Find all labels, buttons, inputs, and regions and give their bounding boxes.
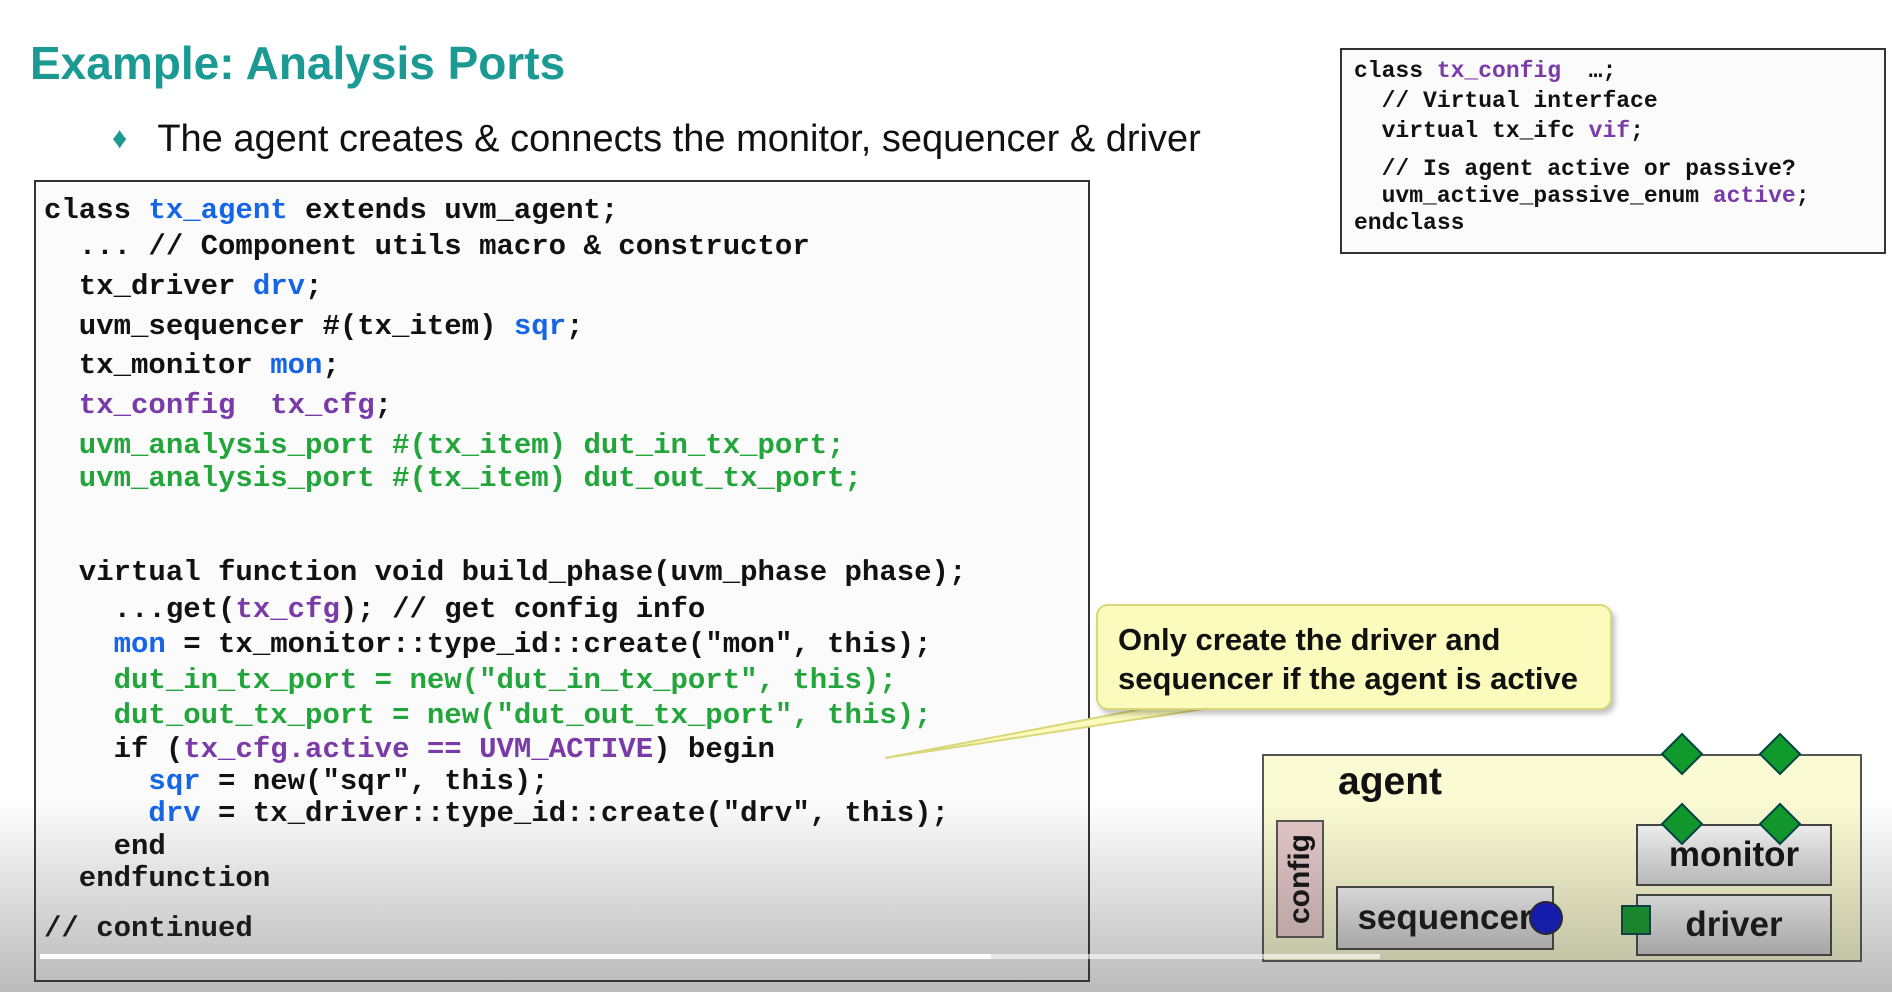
config-code-token: ; [1630,118,1644,144]
config-code-line: // Is agent active or passive? [1354,156,1796,182]
agent-code-token: tx_cfg [270,389,375,422]
agent-code-token [44,797,148,830]
config-code-line: virtual tx_ifc vif; [1354,118,1644,144]
slide-title: Example: Analysis Ports [30,37,566,89]
agent-code-token: mon [113,628,166,661]
agent-code-token: uvm_sequencer #(tx_item) [44,310,514,343]
diamond-bullet-icon: ♦ [112,122,128,155]
agent-code-token: ) begin [653,733,775,766]
agent-code-token: tx_config [44,389,271,422]
agent-code-token: ; [566,310,584,343]
video-progress-fill [40,954,992,959]
agent-label: agent [1338,760,1443,803]
agent-code-token: tx_cfg.active == UVM_ACTIVE [183,733,654,766]
config-code-token: // Is agent active or passive? [1354,156,1796,182]
agent-code-token [44,765,148,798]
agent-code-line: uvm_analysis_port #(tx_item) dut_out_tx_… [44,462,862,495]
sequencer-block: sequencer [1336,886,1554,950]
agent-code-token: uvm_analysis_port #(tx_item) dut_out_tx_… [44,462,862,495]
config-code-token: endclass [1354,210,1465,236]
config-code-token: uvm_active_passive_enum [1354,183,1713,209]
agent-code-token: ...get( [44,593,236,626]
config-label: config [1283,834,1316,924]
agent-code-token: ; [374,389,393,422]
agent-code-token: dut_in_tx_port = new("dut_in_tx_port", t… [44,664,897,697]
agent-code-token: class [44,194,149,227]
agent-code-token: virtual function void build_phase(uvm_ph… [44,556,967,589]
agent-code-token: = tx_driver::type_id::create("drv", this… [200,797,949,830]
config-code-line: uvm_active_passive_enum active; [1354,183,1810,209]
agent-code-line: dut_in_tx_port = new("dut_in_tx_port", t… [44,664,897,697]
agent-code-line: drv = tx_driver::type_id::create("drv", … [44,797,949,830]
agent-code-line: mon = tx_monitor::type_id::create("mon",… [44,628,932,661]
agent-code-token: // continued [44,912,253,945]
config-code-token: ; [1795,183,1810,209]
agent-code-line: sqr = new("sqr", this); [44,765,549,798]
agent-code-line: uvm_sequencer #(tx_item) sqr; [44,310,584,343]
agent-code-token: extends uvm_agent; [287,194,619,227]
config-code-token: vif [1588,118,1631,144]
agent-code-token: drv [148,797,201,830]
bullet-text: The agent creates & connects the monitor… [157,118,1201,160]
agent-code-panel: class tx_agent extends uvm_agent; ... //… [34,180,1090,982]
driver-block: driver [1636,894,1832,956]
callout-note: Only create the driver and sequencer if … [1096,604,1612,710]
callout-line-1: Only create the driver and [1118,622,1501,657]
agent-code-token: tx_cfg [235,593,340,626]
driver-label: driver [1685,905,1783,944]
callout-line-2: sequencer if the agent is active [1118,661,1579,696]
config-code-token: tx_config [1436,58,1562,84]
config-code-line: endclass [1354,210,1464,236]
agent-code-token: ; [305,270,323,303]
config-code-token: class [1354,58,1437,84]
agent-code-line: if (tx_cfg.active == UVM_ACTIVE) begin [44,733,775,766]
agent-diagram: agent config sequencer monitor driver [1262,754,1862,962]
agent-code-token: endfunction [44,862,271,895]
agent-code-token [44,628,114,661]
agent-code-token: ); // get config info [339,593,706,626]
agent-code-token: = tx_monitor::type_id::create("mon", thi… [165,628,932,661]
agent-code-token: drv [252,270,306,303]
sequencer-label: sequencer [1357,898,1533,937]
agent-code-line: endfunction [44,862,270,895]
config-code-line: // Virtual interface [1354,88,1658,114]
agent-code-token: end [44,830,166,863]
agent-code-token: ... // Component utils macro & construct… [44,230,810,263]
agent-code-line: dut_out_tx_port = new("dut_out_tx_port",… [44,699,932,732]
config-code-token: // Virtual interface [1354,88,1658,114]
monitor-block: monitor [1636,824,1832,886]
config-code-line: class tx_config …; [1354,58,1616,84]
agent-code-token: sqr [513,310,567,343]
agent-code-token: dut_out_tx_port = new("dut_out_tx_port",… [44,699,932,732]
agent-code-line: class tx_agent extends uvm_agent; [44,194,618,227]
monitor-label: monitor [1668,835,1800,874]
agent-code-line: tx_monitor mon; [44,349,340,382]
bullet-item: ♦ The agent creates & connects the monito… [112,118,1201,161]
agent-code-line: uvm_analysis_port #(tx_item) dut_in_tx_p… [44,429,845,462]
agent-code-line: tx_driver drv; [44,270,323,303]
config-code-token: …; [1561,58,1617,84]
agent-code-token: sqr [148,765,201,798]
agent-code-line: ... // Component utils macro & construct… [44,230,810,263]
agent-code-token: if ( [44,733,184,766]
agent-code-line: end [44,830,166,863]
agent-code-token: tx_monitor [44,349,271,382]
agent-code-line: tx_config tx_cfg; [44,389,392,422]
config-code-panel: class tx_config …; // Virtual interface … [1340,48,1886,254]
agent-code-token: ; [322,349,340,382]
agent-code-token: = new("sqr", this); [200,765,549,798]
agent-code-line: ...get(tx_cfg); // get config info [44,593,706,626]
video-progress-bar[interactable] [40,954,1380,959]
config-code-token: virtual tx_ifc [1354,118,1589,144]
agent-code-token: uvm_analysis_port #(tx_item) dut_in_tx_p… [44,429,845,462]
agent-code-token: tx_agent [148,194,288,227]
config-code-token: active [1712,183,1796,209]
config-block: config [1276,820,1324,938]
agent-code-token: mon [270,349,323,382]
agent-code-line: virtual function void build_phase(uvm_ph… [44,556,967,589]
agent-code-line: // continued [44,912,253,945]
agent-code-token: tx_driver [44,270,253,303]
